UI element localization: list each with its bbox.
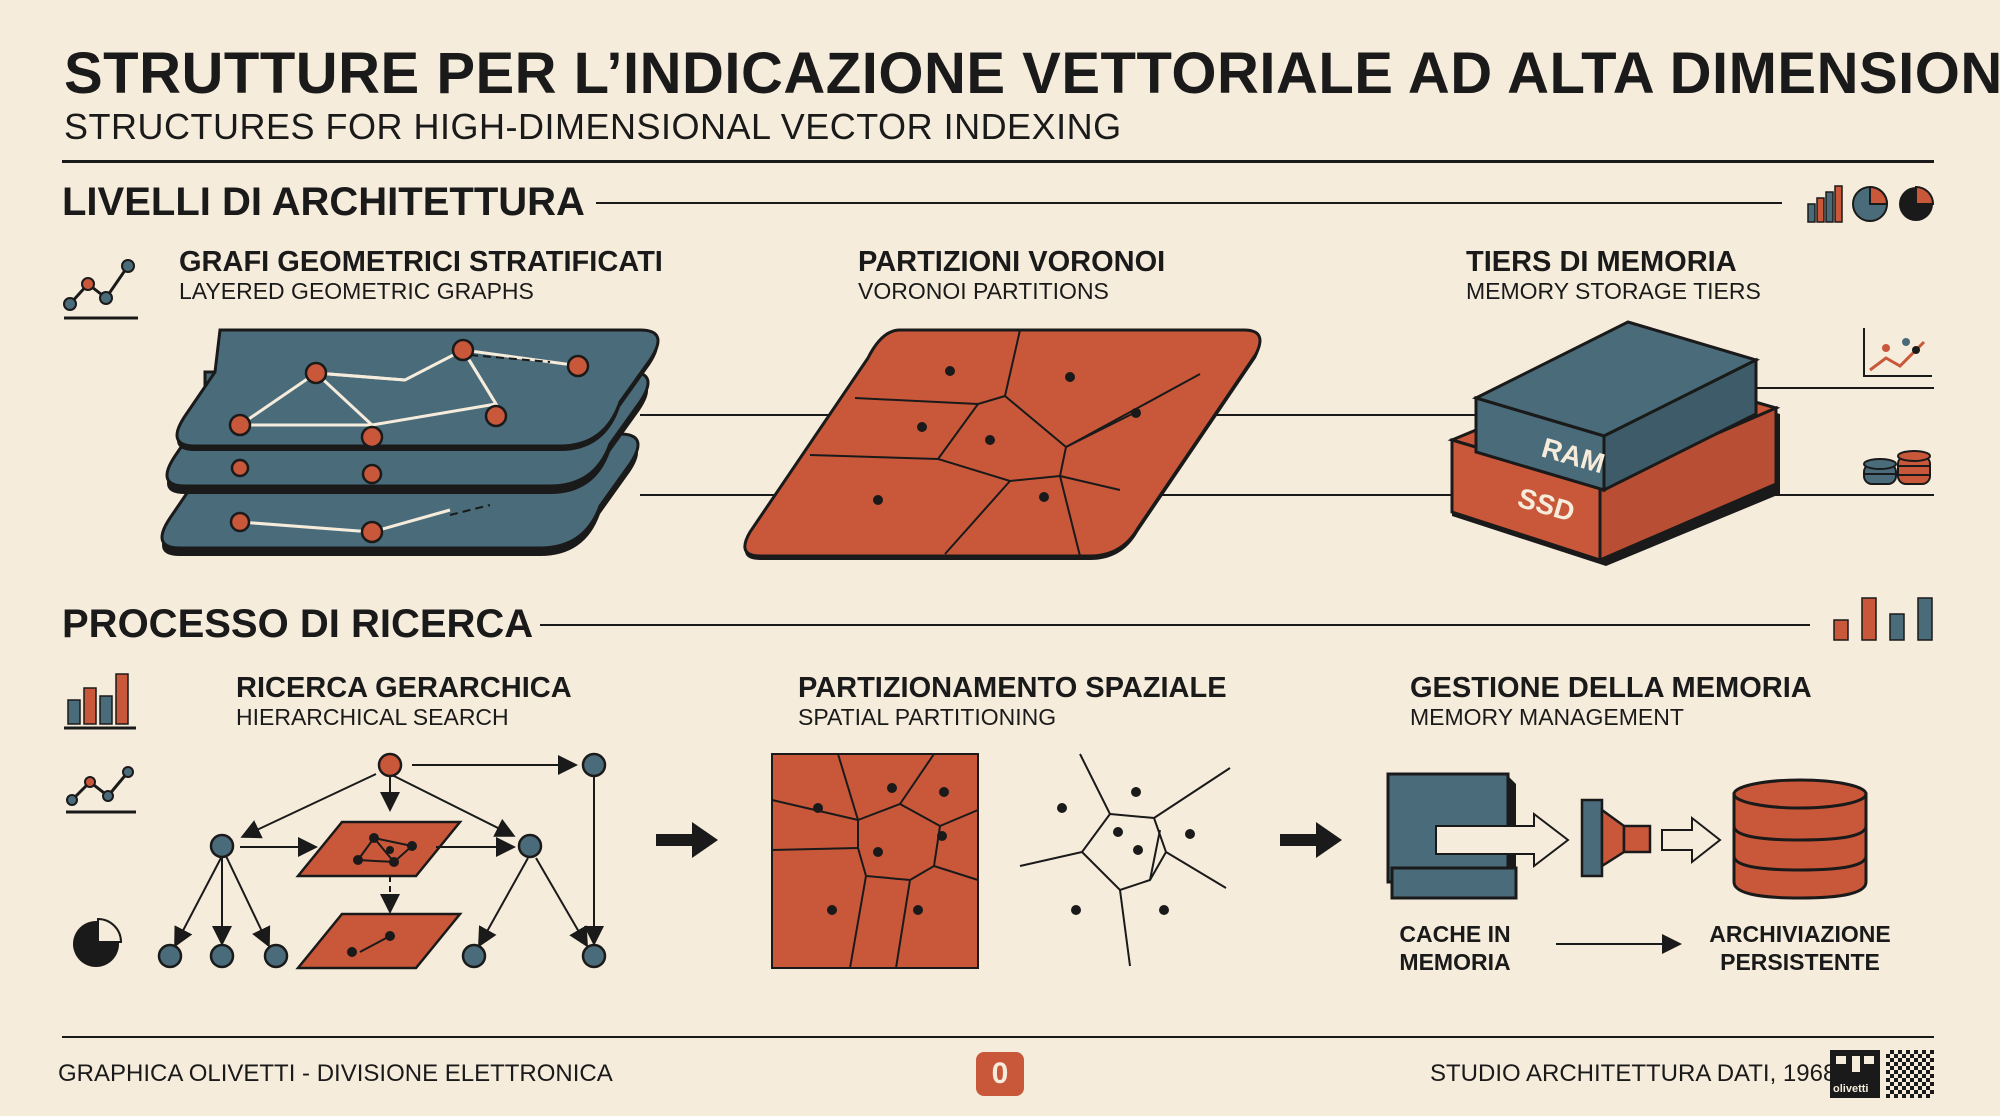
memory-management-subtitle: MEMORY MANAGEMENT — [1410, 704, 1684, 730]
voronoi-plate — [743, 328, 1262, 558]
memory-tiers-title: TIERS DI MEMORIA — [1466, 246, 1737, 278]
voronoi-title: PARTIZIONI VORONOI — [858, 246, 1166, 278]
architecture-illustration: RAM SSD — [160, 320, 1934, 566]
svg-text:olivetti: olivetti — [1833, 1083, 1868, 1095]
graph-nodes — [228, 338, 590, 544]
architecture-corner-icons — [1807, 185, 1935, 223]
footer-badge: 0 — [976, 1052, 1024, 1096]
cache-device — [1386, 772, 1570, 900]
header-divider — [62, 160, 1934, 163]
database-icon — [1732, 778, 1868, 900]
search-heading: PROCESSO DI RICERCA — [62, 602, 534, 646]
pie-chart-icon — [1852, 185, 1889, 222]
archive-label: ARCHIVIAZIONE PERSISTENTE — [1709, 921, 1891, 975]
layered-graphs-title: GRAFI GEOMETRICI STRATIFICATI — [179, 246, 663, 278]
bar-chart-icon — [1807, 185, 1843, 223]
page-title: STRUTTURE PER L’INDICAZIONE VETTORIALE A… — [64, 41, 2000, 106]
footer-right-text: STUDIO ARCHITETTURA DATI, 1968 — [1430, 1060, 1837, 1087]
olivetti-logo-icon: olivetti — [1830, 1050, 1880, 1098]
memory-management-title: GESTIONE DELLA MEMORIA — [1410, 672, 1812, 704]
architecture-heading-rule — [596, 202, 1782, 204]
voronoi-lines — [1019, 753, 1231, 967]
memory-stack: RAM SSD — [1447, 320, 1781, 566]
voronoi-square — [771, 753, 979, 969]
funnel-icon — [1580, 798, 1652, 878]
checker-pattern-icon — [1886, 1050, 1934, 1098]
line-chart-icon — [1863, 328, 1932, 377]
bar-chart-icon — [1833, 597, 1933, 641]
arrow-right-icon — [1280, 822, 1342, 858]
hierarchical-search-subtitle: HIERARCHICAL SEARCH — [236, 704, 509, 730]
hierarchical-search-title: RICERCA GERARCHICA — [236, 672, 572, 704]
layered-graph-plates — [160, 328, 660, 556]
voronoi-seeds — [873, 366, 1141, 505]
page-subtitle: STRUCTURES FOR HIGH-DIMENSIONAL VECTOR I… — [64, 106, 1122, 147]
cache-label: CACHE IN MEMORIA — [1399, 921, 1511, 975]
arrow-right-icon — [656, 822, 718, 858]
search-layer-upper — [295, 820, 463, 878]
pie-chart-icon — [1899, 185, 1935, 221]
footer-divider — [62, 1036, 1934, 1038]
spatial-partitioning-title: PARTIZIONAMENTO SPAZIALE — [798, 672, 1227, 704]
hierarchical-search-diagram — [157, 752, 607, 970]
layered-graphs-subtitle: LAYERED GEOMETRIC GRAPHS — [179, 278, 534, 304]
arrow-right-icon — [1661, 815, 1722, 865]
search-illustration — [157, 752, 1868, 970]
voronoi-subtitle: VORONOI PARTITIONS — [858, 278, 1109, 304]
line-chart-icon — [66, 766, 136, 814]
memory-tiers-subtitle: MEMORY STORAGE TIERS — [1466, 278, 1761, 304]
search-heading-rule — [540, 624, 1810, 626]
bar-chart-icon — [64, 673, 136, 730]
pie-chart-icon — [73, 918, 122, 967]
line-chart-icon — [63, 259, 138, 320]
database-icon — [1863, 450, 1931, 485]
architecture-heading: LIVELLI DI ARCHITETTURA — [62, 180, 585, 224]
spatial-partitioning-subtitle: SPATIAL PARTITIONING — [798, 704, 1057, 730]
footer-left-text: GRAPHICA OLIVETTI - DIVISIONE ELETTRONIC… — [58, 1060, 613, 1087]
